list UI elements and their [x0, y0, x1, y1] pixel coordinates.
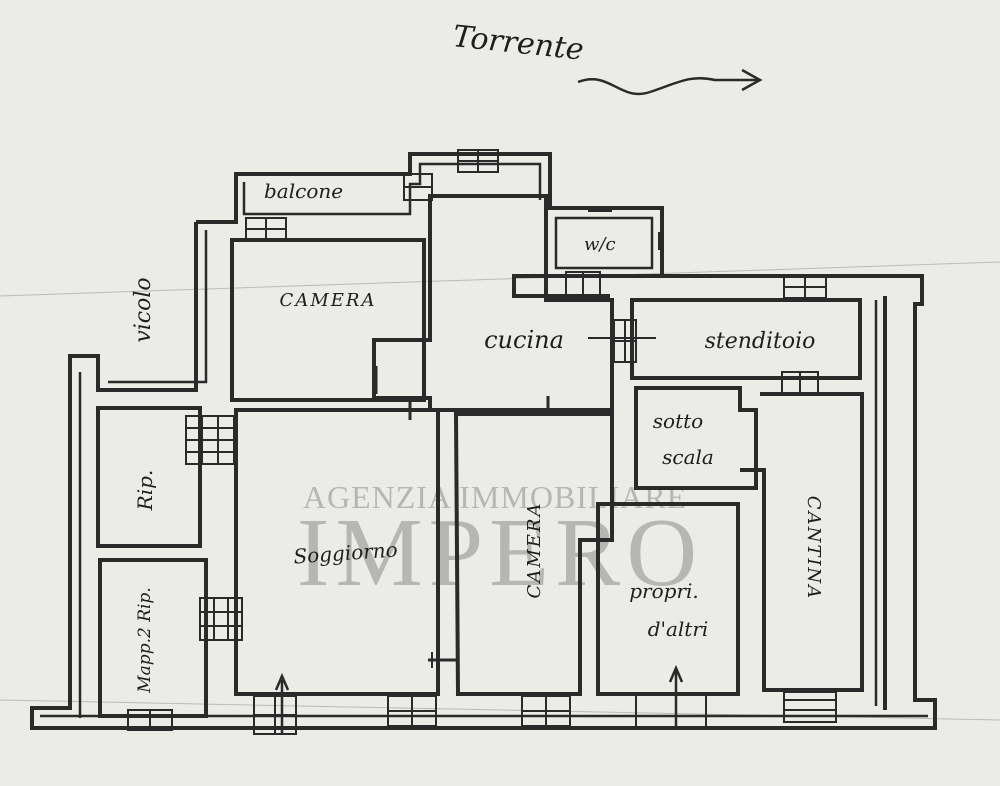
label-sotto: sotto [653, 409, 703, 433]
room-cantina [740, 392, 864, 692]
room-rip [96, 406, 202, 548]
label-wc: w/c [584, 234, 616, 255]
openings [127, 149, 837, 735]
label-cantina: CANTINA [803, 496, 824, 600]
label-camera-top: CAMERA [280, 290, 377, 311]
watermark: AGENZIA IMMOBILIARE IMPERO [297, 479, 703, 607]
label-torrente: Torrente [451, 19, 585, 68]
room-camera-top [230, 238, 426, 402]
river-arrow [577, 68, 763, 96]
watermark-line2: IMPERO [297, 499, 703, 607]
room-mapp-rip [98, 558, 208, 718]
room-soggiorno [234, 408, 440, 696]
room-walls [96, 194, 864, 718]
label-balcone: balcone [264, 179, 343, 203]
label-scala: scala [662, 445, 714, 469]
watermark-line1: AGENZIA IMMOBILIARE [303, 479, 687, 515]
room-labels: Torrente vicolo balcone w/c CAMERA cucin… [131, 19, 824, 694]
label-vicolo: vicolo [131, 277, 156, 342]
room-cucina [372, 194, 614, 412]
label-cucina: cucina [484, 326, 564, 354]
label-daltri: d'altri [648, 617, 709, 641]
label-camera-mid: CAMERA [524, 502, 545, 599]
label-rip: Rip. [133, 470, 157, 512]
room-camera-mid [453, 412, 614, 696]
label-mapp-rip: Mapp.2 Rip. [135, 587, 155, 693]
outer-walls [30, 152, 937, 730]
label-stenditoio: stenditoio [705, 329, 816, 354]
room-sotto-scala [634, 386, 758, 490]
label-propri: propri. [629, 579, 699, 603]
